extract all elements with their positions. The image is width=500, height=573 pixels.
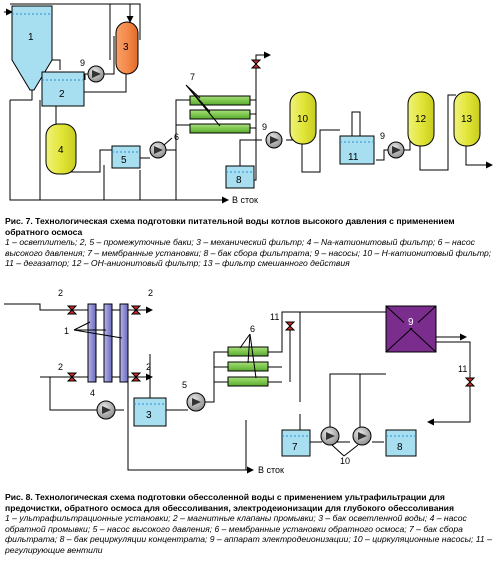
tank-2: 2: [41, 71, 85, 107]
label-12: 12: [415, 114, 427, 125]
label-9: 9: [408, 317, 414, 328]
figure-7-caption: Рис. 7. Технологическая схема подготовки…: [5, 216, 497, 269]
label-11: 11: [348, 152, 359, 163]
label-6: 6: [250, 324, 255, 334]
label-7: 7: [190, 72, 195, 82]
figure-8-caption: Рис. 8. Технологическая схема подготовки…: [5, 492, 497, 556]
figure-8-caption-legend: 1 – ультрафильтрационные установки; 2 – …: [5, 513, 492, 555]
label-2-b: 2: [148, 288, 153, 298]
label-6: 6: [174, 132, 179, 142]
circulation-pump-10-b: [352, 426, 372, 446]
figure-7-caption-legend: 1 – осветлитель; 2, 5 – промежуточные ба…: [5, 237, 492, 269]
concentrate-tank-8: 8: [385, 429, 417, 457]
label-5: 5: [121, 155, 127, 166]
label-9-b: 9: [262, 122, 267, 132]
figure-7-caption-title: Рис. 7. Технологическая схема подготовки…: [5, 216, 455, 237]
mechanical-filter-3: 3: [115, 21, 139, 75]
backwash-pump-4: 4: [90, 388, 116, 420]
pump-9-c: 9: [380, 131, 405, 159]
high-pressure-pump-6: 6: [149, 132, 179, 159]
valve-concentrate: [250, 59, 262, 69]
na-filter-4: 4: [45, 123, 77, 175]
label-4: 4: [90, 388, 95, 398]
degasser-11: 11: [339, 111, 375, 165]
figure-8-caption-title: Рис. 8. Технологическая схема подготовки…: [5, 492, 454, 513]
label-10: 10: [297, 114, 309, 125]
label-11-b: 11: [458, 364, 467, 374]
label-4: 4: [58, 145, 64, 156]
uf-units-1: 1: [64, 303, 129, 383]
label-11-a: 11: [270, 312, 279, 322]
label-2-d: 2: [146, 362, 151, 372]
clarifier-1: 1: [11, 5, 53, 91]
tank-5: 5: [111, 145, 141, 169]
flush-valve-2-a: 2: [58, 288, 78, 315]
regulating-valve-11-a: 11: [270, 312, 296, 331]
figure-7-diagram: 1 2 9 3 4 5 6 7: [0, 0, 500, 215]
label-7: 7: [292, 442, 298, 453]
label-5: 5: [182, 380, 187, 390]
membrane-units-7: 7: [185, 72, 251, 134]
mixed-bed-filter-13: 13: [453, 91, 481, 147]
regulating-valve-11-b: 11: [458, 364, 476, 387]
label-2-a: 2: [58, 288, 63, 298]
fig8-pipes: [4, 303, 471, 474]
flush-valve-2-d: 2: [130, 362, 151, 382]
edi-unit-9: 9: [385, 305, 437, 353]
label-3: 3: [123, 42, 129, 53]
label-13: 13: [461, 114, 473, 125]
label-2-c: 2: [58, 362, 63, 372]
clarified-water-tank-3: 3: [133, 397, 167, 427]
figure-7-svg: 1 2 9 3 4 5 6 7: [4, 3, 493, 205]
filtrate-tank-7: 7: [281, 429, 311, 457]
label-1: 1: [64, 326, 69, 336]
ro-membranes-6: 6: [227, 324, 269, 387]
h-cation-filter-10: 10: [289, 91, 317, 145]
drain-label-fig8: В сток: [258, 465, 284, 475]
label-9-c: 9: [380, 131, 385, 141]
filtrate-tank-8: 8: [225, 165, 255, 189]
pump-9-b: 9: [262, 122, 283, 149]
label-8: 8: [236, 175, 242, 186]
circulation-pump-10-a: [320, 426, 340, 446]
figure-8-diagram: 1 2 2 2 2 3 4 5 6: [0, 282, 500, 490]
flush-valve-2-b: 2: [130, 288, 153, 315]
label-1: 1: [28, 32, 34, 43]
flush-valve-2-c: 2: [58, 362, 78, 382]
label-8: 8: [397, 442, 403, 453]
pump-9-a: 9: [80, 58, 105, 83]
high-pressure-pump-5: 5: [182, 380, 206, 412]
label-10: 10: [340, 456, 350, 466]
figure-8-svg: 1 2 2 2 2 3 4 5 6: [4, 288, 476, 475]
label-2: 2: [59, 89, 65, 100]
oh-anion-filter-12: 12: [407, 91, 435, 147]
label-9-a: 9: [80, 58, 85, 68]
drain-label-fig7: В сток: [232, 195, 258, 205]
label-3: 3: [146, 410, 152, 421]
